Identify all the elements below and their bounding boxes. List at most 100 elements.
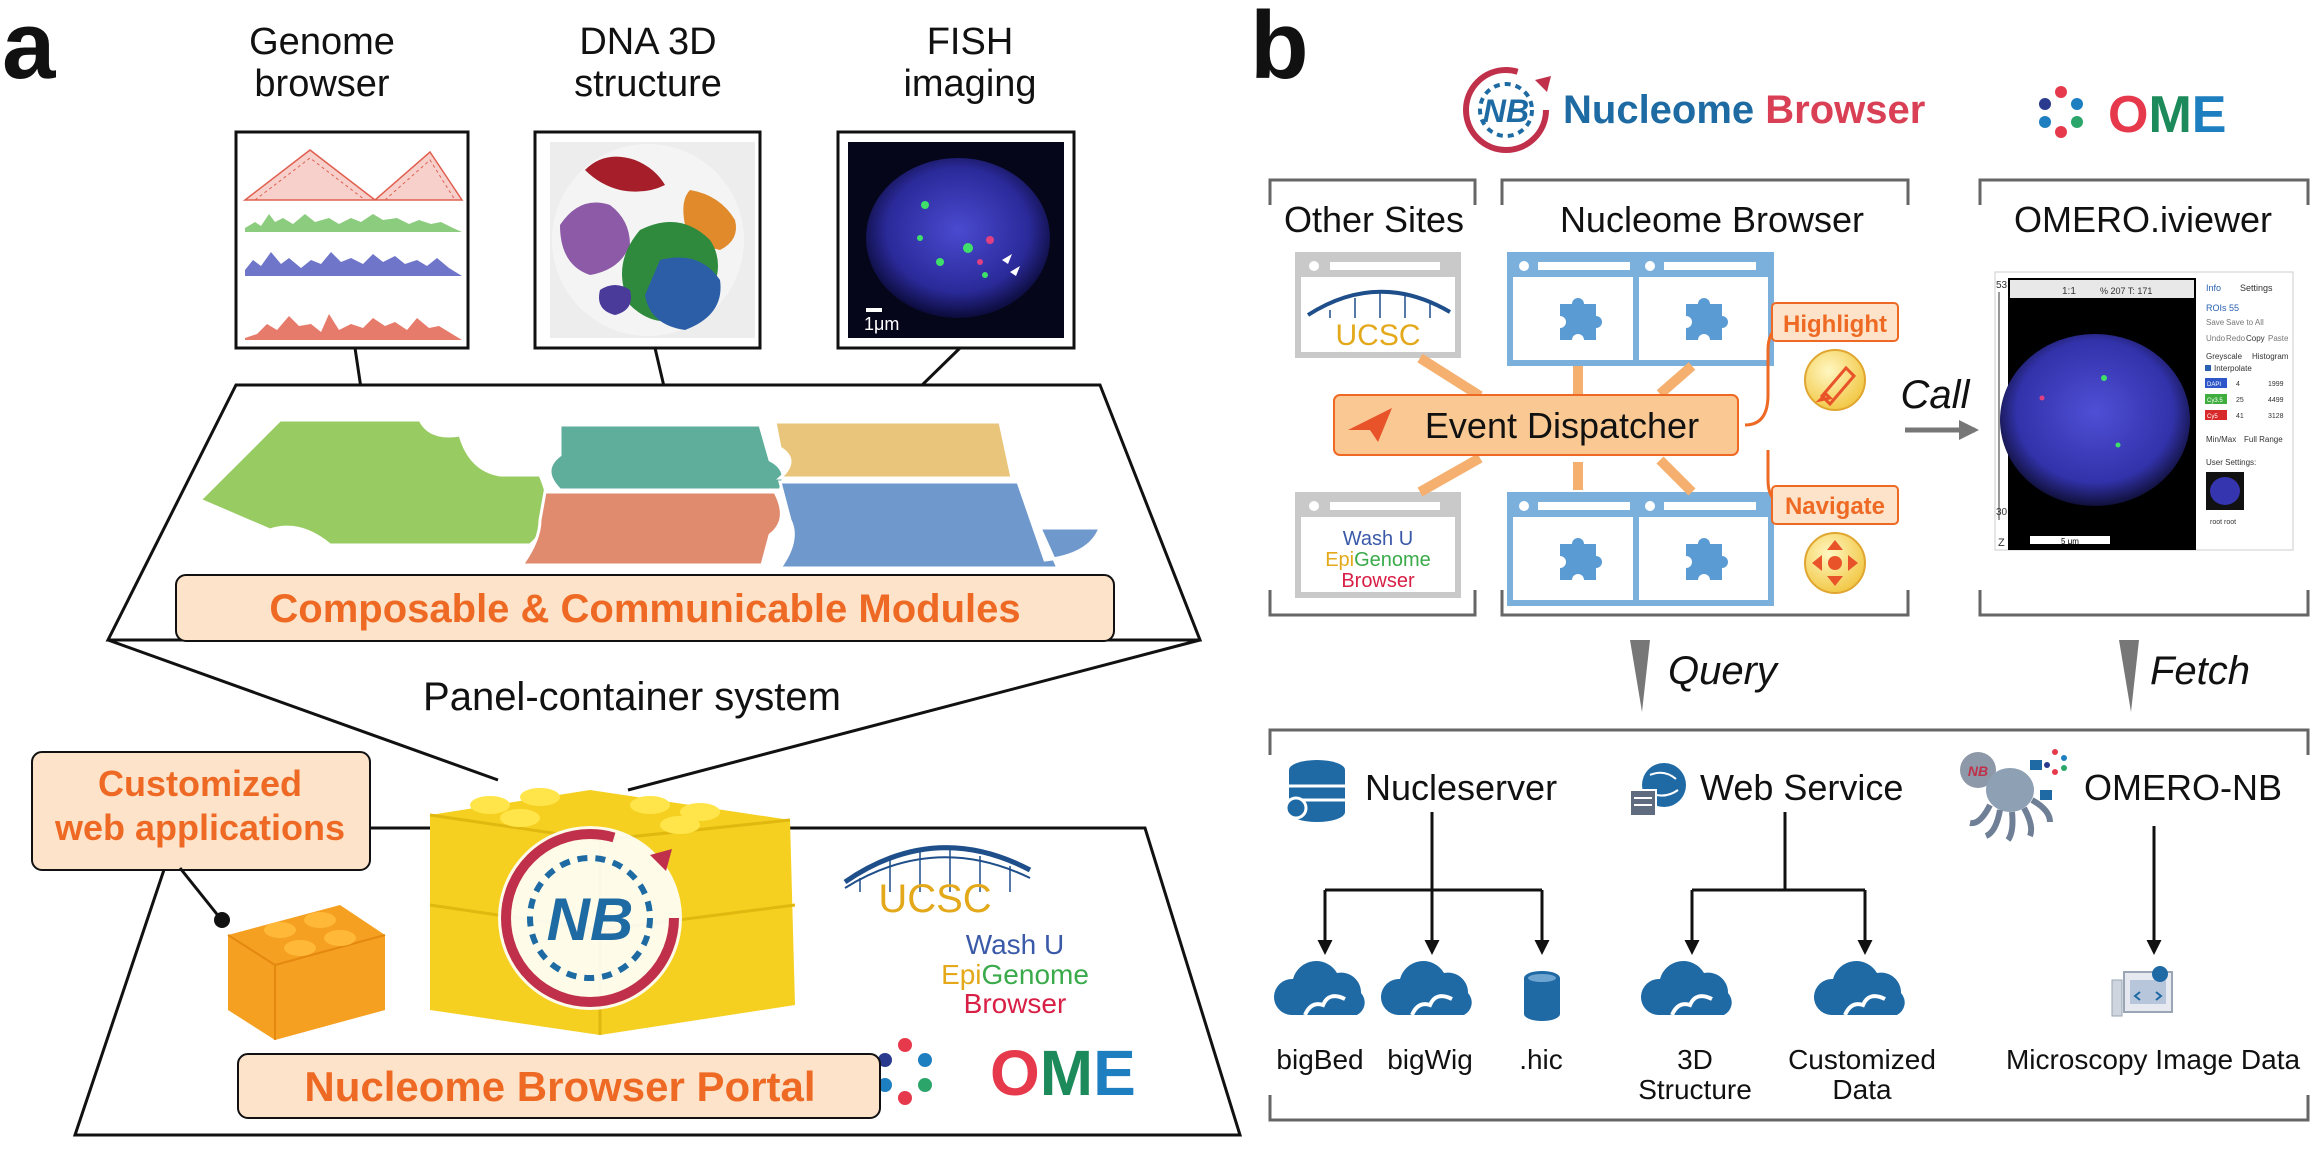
svg-text:UCSC: UCSC <box>1335 319 1420 352</box>
puzzle-pieces <box>197 418 1103 570</box>
hic-label: .hic <box>1519 1044 1563 1075</box>
modules-label-box <box>175 574 1115 642</box>
web-service-icon <box>1629 763 1686 817</box>
svg-text:DAPI: DAPI <box>2207 382 2221 388</box>
hic-database-icon <box>1524 971 1560 1021</box>
omero-iviewer-header: OMERO.iviewer <box>2014 199 2272 240</box>
event-dispatcher-label: Event Dispatcher <box>1425 405 1699 446</box>
genome-browser-title-1: Genome <box>249 21 395 63</box>
svg-text:Paste: Paste <box>2268 334 2289 343</box>
query-label: Query <box>1668 649 1780 693</box>
yellow-lego-stack: NB <box>429 788 796 1035</box>
nucleome-browser-header: Nucleome Browser <box>1560 199 1864 240</box>
nb-panel-window-4 <box>1633 492 1774 606</box>
svg-text:OME: OME <box>2108 86 2226 144</box>
svg-text:EpiGenome: EpiGenome <box>1325 549 1431 571</box>
svg-text:1999: 1999 <box>2268 381 2284 388</box>
fetch-label: Fetch <box>2150 649 2250 693</box>
customized-label-1: Customized <box>98 763 302 804</box>
structure-3d-label-1: 3D <box>1677 1044 1713 1075</box>
customized-data-label-2: Data <box>1832 1074 1892 1105</box>
omero-nb-label: OMERO-NB <box>2084 767 2282 808</box>
nucleserver-label: Nucleserver <box>1365 767 1557 808</box>
svg-text:Browser: Browser <box>1341 570 1415 592</box>
svg-text:OME: OME <box>990 1037 1136 1109</box>
washu-line-2-a: EpiGenome <box>941 959 1089 990</box>
ucsc-site-window: UCSC <box>1295 252 1461 358</box>
paper-plane-icon <box>1348 408 1392 442</box>
svg-text:Copy: Copy <box>2246 334 2265 343</box>
nb-panel-window-1 <box>1507 252 1648 366</box>
query-arrow <box>1630 640 1650 712</box>
svg-text:Z: Z <box>1998 537 2005 549</box>
svg-text:Interpolate: Interpolate <box>2214 364 2252 373</box>
bigwig-cloud-icon <box>1378 959 1474 1017</box>
nb-logo-text: Nucleome Browser <box>1563 88 1925 132</box>
bigbed-label: bigBed <box>1276 1044 1363 1075</box>
svg-text:NB: NB <box>1968 763 1988 779</box>
svg-text:30: 30 <box>1996 507 2008 518</box>
modules-label: Composable & Communicable Modules <box>269 587 1020 631</box>
svg-text:Save: Save <box>2206 318 2225 327</box>
orange-lego-brick <box>227 905 386 1040</box>
dna-3d-thumbnail <box>533 130 762 350</box>
panel-letter-b: b <box>1250 0 1309 99</box>
svg-text:NB: NB <box>1483 93 1529 129</box>
fish-title-2: imaging <box>903 63 1036 105</box>
svg-text:53: 53 <box>1996 280 2008 291</box>
web-service-tree <box>1684 812 1873 955</box>
dna-3d-title-2: structure <box>574 63 722 105</box>
svg-text:Info: Info <box>2206 283 2221 293</box>
svg-text:Undo: Undo <box>2206 334 2226 343</box>
svg-text:5 μm: 5 μm <box>2061 537 2079 546</box>
nb-panel-window-3 <box>1507 492 1648 606</box>
genome-browser-thumbnail <box>234 130 470 350</box>
svg-text:Min/Max: Min/Max <box>2206 435 2236 444</box>
dispatcher-arrows <box>1417 353 1696 497</box>
nb-logo: NB <box>1463 67 1551 153</box>
washu-line-3-a: Browser <box>964 988 1067 1019</box>
ome-logo-b: OME <box>2039 86 2226 144</box>
svg-text:User Settings:: User Settings: <box>2206 458 2256 467</box>
svg-text:Full Range: Full Range <box>2244 435 2283 444</box>
highlight-label: Highlight <box>1783 311 1887 338</box>
other-sites-header: Other Sites <box>1284 199 1464 240</box>
ome-logo-a: OME <box>878 1037 1136 1109</box>
bigbed-cloud-icon <box>1271 959 1367 1017</box>
customized-data-cloud-icon <box>1811 959 1907 1017</box>
navigate-box <box>1771 485 1899 525</box>
fetch-arrow <box>2119 640 2139 712</box>
svg-text:25: 25 <box>2236 397 2244 404</box>
microscopy-computer-icon <box>2111 966 2173 1017</box>
structure-3d-label-2: Structure <box>1638 1074 1752 1105</box>
customized-label-2: web applications <box>54 807 345 848</box>
omero-iviewer-screenshot: 1:1 % 207 T: 171 5 μm 53 30 Z Info Setti… <box>1994 271 2294 551</box>
call-label: Call <box>1901 373 1971 417</box>
svg-text:Histogram: Histogram <box>2252 352 2289 361</box>
fish-thumbnail: 1μm <box>836 130 1076 350</box>
customized-data-label-1: Customized <box>1788 1044 1936 1075</box>
svg-text:root root: root root <box>2210 519 2236 526</box>
washu-line-1-a: Wash U <box>966 929 1065 960</box>
customized-label-box <box>31 751 371 871</box>
bigwig-label: bigWig <box>1387 1044 1473 1075</box>
washu-site-window: Wash U EpiGenome Browser <box>1295 492 1461 598</box>
svg-text:4499: 4499 <box>2268 397 2284 404</box>
navigate-label: Navigate <box>1785 493 1885 520</box>
web-service-label: Web Service <box>1700 767 1903 808</box>
panel-letter-a: a <box>2 0 56 99</box>
svg-text:Settings: Settings <box>2240 283 2273 293</box>
fish-title-1: FISH <box>927 21 1014 63</box>
svg-text:4: 4 <box>2236 381 2240 388</box>
svg-text:Wash U: Wash U <box>1343 528 1413 550</box>
svg-text:Greyscale: Greyscale <box>2206 352 2243 361</box>
microscopy-label: Microscopy Image Data <box>2006 1044 2301 1075</box>
svg-text:% 207 T: 171: % 207 T: 171 <box>2100 286 2152 296</box>
genome-browser-title-2: browser <box>254 63 389 105</box>
nb-panel-window-2 <box>1633 252 1774 366</box>
omero-nb-octopus-icon: NB <box>1960 749 2067 842</box>
event-dispatcher-box <box>1333 394 1739 456</box>
ucsc-logo-a: UCSC <box>843 845 1032 921</box>
svg-text:41: 41 <box>2236 413 2244 420</box>
